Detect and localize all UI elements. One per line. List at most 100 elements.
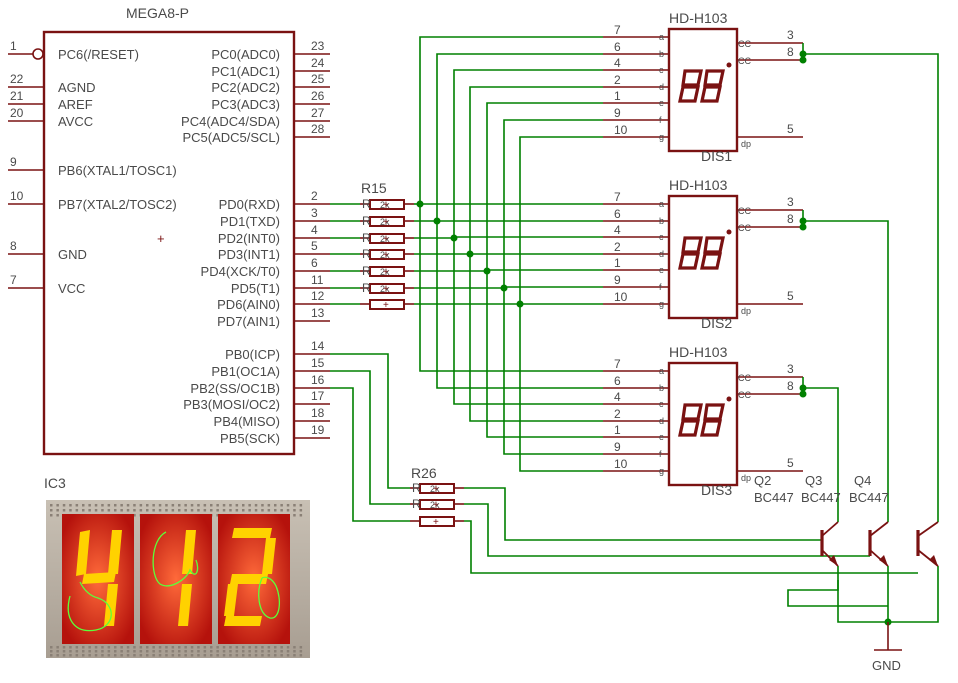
resistor-mark: + — [383, 250, 389, 261]
display-pin-number: 10 — [614, 123, 628, 137]
breadboard-hole — [133, 514, 136, 517]
breadboard-hole — [286, 650, 290, 653]
display-pin-number: 10 — [614, 290, 628, 304]
breadboard-hole — [299, 514, 303, 517]
breadboard-hole — [50, 650, 53, 653]
breadboard-hole — [229, 509, 232, 512]
display-cc-label: CC — [738, 39, 751, 49]
photo-digit-module-2 — [140, 514, 212, 644]
breadboard-hole — [126, 650, 130, 653]
display-cc-label: CC — [738, 206, 751, 216]
breadboard-hole — [190, 504, 194, 507]
breadboard-hole — [299, 646, 303, 649]
breadboard-hole — [101, 504, 104, 507]
junction-dot — [500, 284, 508, 292]
transistor-q3-part: BC447 — [801, 490, 841, 505]
breadboard-hole — [216, 509, 219, 512]
breadboard-hole — [210, 650, 213, 653]
display-dp-label: dp — [741, 306, 751, 316]
breadboard-hole — [133, 646, 136, 649]
breadboard-hole — [280, 646, 283, 649]
display-pin-number: 6 — [614, 40, 621, 54]
breadboard-hole — [82, 650, 85, 653]
display-cc-pin-number: 8 — [787, 45, 794, 59]
resistor-ref: R — [412, 497, 421, 511]
ic-pin-name: AREF — [58, 97, 93, 112]
breadboard-hole — [56, 650, 59, 653]
ic-name-label: IC3 — [44, 475, 66, 491]
junction-dot — [433, 217, 441, 225]
breadboard-hole — [171, 504, 175, 507]
ic-pin-name: PD2(INT0) — [218, 231, 280, 246]
breadboard-hole — [69, 650, 72, 653]
ground-symbol: GND — [872, 622, 902, 673]
breadboard-hole — [146, 646, 149, 649]
breadboard-hole — [286, 509, 290, 512]
breadboard-hole — [235, 509, 239, 512]
display-segment-letter: d — [659, 416, 664, 426]
display-dp-pin-number: 5 — [787, 122, 794, 136]
display-segment-letter: e — [659, 432, 664, 442]
ic-pin-number: 16 — [311, 373, 325, 387]
ic-pin-number: 19 — [311, 423, 325, 437]
breadboard-hole — [158, 646, 162, 649]
breadboard-hole — [216, 650, 219, 653]
display-pin-number: 7 — [614, 357, 621, 371]
transistor-q4-ref: Q4 — [854, 473, 871, 488]
breadboard-hole — [274, 654, 277, 657]
breadboard-hole — [56, 646, 59, 649]
breadboard-hole — [82, 646, 85, 649]
breadboard-hole — [107, 650, 111, 653]
display-dp-pin-number: 5 — [787, 456, 794, 470]
resistor-value: 2k — [380, 217, 390, 227]
breadboard-hole — [56, 514, 59, 517]
breadboard-hole — [216, 654, 219, 657]
breadboard-hole — [139, 504, 143, 507]
display-cc-pin-number: 8 — [787, 379, 794, 393]
ic-pin-name: PB7(XTAL2/TOSC2) — [58, 197, 177, 212]
breadboard-hole — [171, 654, 175, 657]
transistor-q3 — [868, 521, 889, 567]
display-pin-number: 2 — [614, 407, 621, 421]
breadboard-hole — [203, 650, 207, 653]
ic-pin-name: PC5(ADC5/SCL) — [182, 130, 280, 145]
breadboard-hole — [88, 504, 91, 507]
breadboard-hole — [126, 646, 130, 649]
breadboard-hole — [267, 646, 271, 649]
transistor-q4 — [916, 521, 939, 567]
breadboard-hole — [114, 650, 117, 653]
resistor-ref: R — [362, 247, 371, 261]
breadboard-hole — [267, 504, 271, 507]
breadboard-hole — [107, 509, 111, 512]
breadboard-hole — [62, 646, 66, 649]
breadboard-hole — [178, 650, 181, 653]
breadboard-hole — [280, 509, 283, 512]
resistor-mark: + — [383, 284, 389, 295]
resistor-mark: + — [433, 517, 439, 528]
breadboard-hole — [203, 509, 207, 512]
breadboard-hole — [248, 650, 251, 653]
ic-pin-name: PC3(ADC3) — [211, 97, 280, 112]
breadboard-hole — [120, 509, 123, 512]
resistor-ref: R — [362, 197, 371, 211]
display-segment-letter: d — [659, 82, 664, 92]
ic-pin-number: 7 — [10, 273, 17, 287]
breadboard-hole — [101, 650, 104, 653]
transistor-q2-ref: Q2 — [754, 473, 771, 488]
junction-dot — [799, 390, 807, 398]
ic-pin-name: PC1(ADC1) — [211, 64, 280, 79]
ic-pin-number: 25 — [311, 72, 325, 86]
display-pin-number: 9 — [614, 106, 621, 120]
display-cc-pin-number: 3 — [787, 362, 794, 376]
resistor-mark: + — [433, 484, 439, 495]
photo-digit-4 — [76, 530, 122, 626]
breadboard-hole — [69, 509, 72, 512]
breadboard-hole — [293, 650, 296, 653]
breadboard-hole — [62, 504, 66, 507]
breadboard-hole — [222, 646, 226, 649]
